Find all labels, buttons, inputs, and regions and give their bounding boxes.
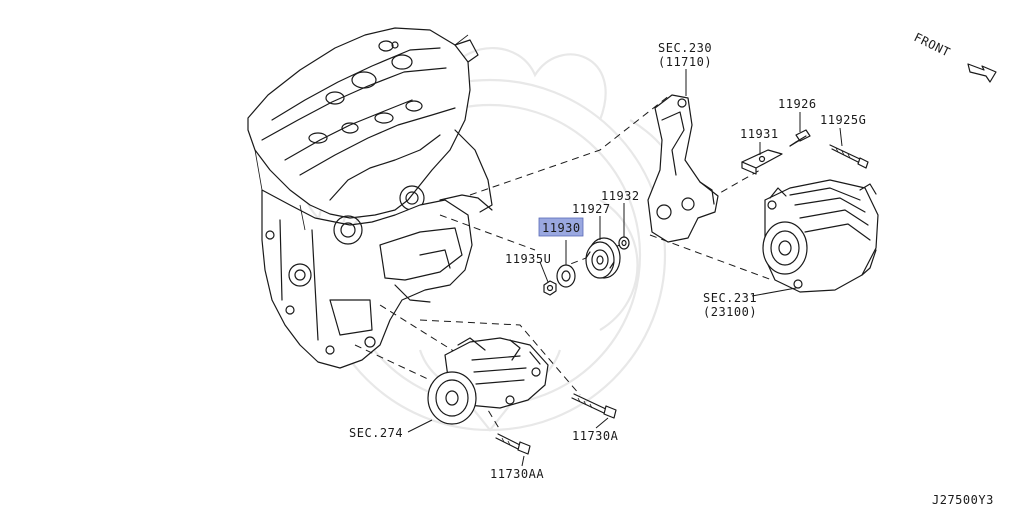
label-11927[interactable]: 11927 xyxy=(572,202,611,216)
label-sec230-ref[interactable]: (11710) xyxy=(658,55,712,69)
alternator-bracket xyxy=(647,94,719,243)
label-11930[interactable]: 11930 xyxy=(542,221,581,235)
label-11730a[interactable]: 11730A xyxy=(572,429,619,443)
label-11931[interactable]: 11931 xyxy=(740,127,779,141)
label-11925g[interactable]: 11925G xyxy=(820,113,866,127)
label-11730aa[interactable]: 11730AA xyxy=(490,467,544,481)
front-direction-indicator: FRONT xyxy=(912,30,997,83)
long-bolt xyxy=(829,144,869,169)
part-highlight xyxy=(539,218,583,236)
label-sec231-ref[interactable]: (23100) xyxy=(703,305,757,319)
label-11926[interactable]: 11926 xyxy=(778,97,817,111)
front-label: FRONT xyxy=(912,30,953,60)
drawing-code: J27500Y3 xyxy=(932,493,994,507)
part-labels: SEC.230 (11710) 11926 11925G 11931 11932… xyxy=(349,41,866,481)
ac-compressor xyxy=(427,337,549,425)
label-sec231[interactable]: SEC.231 xyxy=(703,291,757,305)
label-11932[interactable]: 11932 xyxy=(601,189,640,203)
label-sec230[interactable]: SEC.230 xyxy=(658,41,712,55)
adjusting-bolt xyxy=(789,129,811,147)
idler-pulley xyxy=(585,237,621,279)
washer xyxy=(618,236,630,250)
compressor-bolt-long xyxy=(571,393,617,419)
label-11935u[interactable]: 11935U xyxy=(505,252,551,266)
front-arrow-icon xyxy=(967,63,997,83)
compressor-bolt-short xyxy=(495,433,531,455)
adjusting-plate xyxy=(741,149,783,175)
spacer-washer xyxy=(556,264,576,288)
alternator xyxy=(762,179,879,293)
part-highlight-border xyxy=(538,217,584,237)
engine-block xyxy=(247,27,493,369)
label-sec274[interactable]: SEC.274 xyxy=(349,426,403,440)
leader-lines xyxy=(407,69,843,467)
nut xyxy=(543,280,557,296)
